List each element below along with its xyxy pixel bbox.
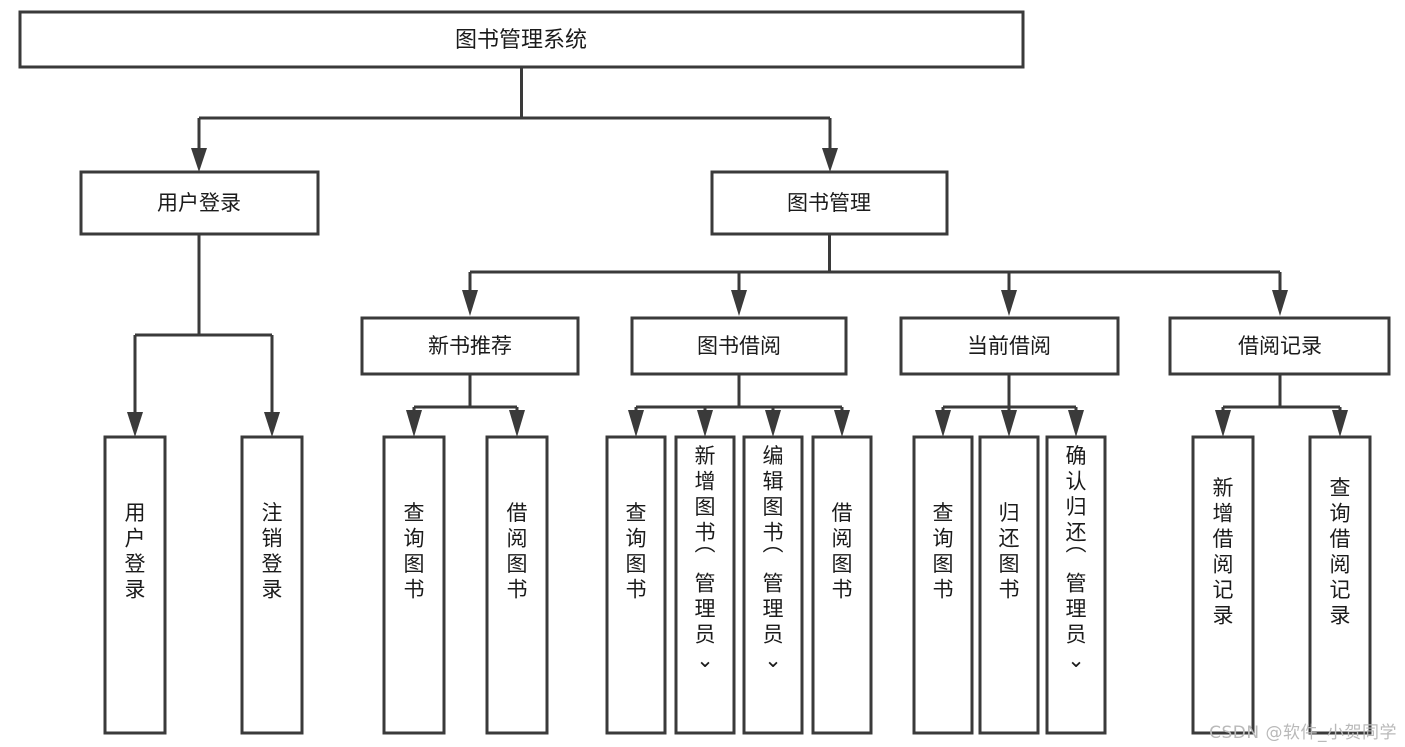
leaf-current-borrow-1[interactable]: 查询图书 — [912, 435, 974, 735]
leaf-new-book-2-label: 借阅图书 — [507, 501, 528, 602]
leaf-borrow-book-4[interactable]: 借阅图书 — [811, 435, 873, 735]
connector-userlogin-to-leaves — [127, 234, 280, 437]
node-book-management-label: 图书管理 — [787, 191, 871, 215]
leaf-borrow-record-2[interactable]: 查询借阅记录 — [1308, 435, 1372, 735]
connector-borrowrecord-to-leaves — [1215, 374, 1348, 437]
leaf-borrow-book-3-label: 编辑图书⌒管理员⌄ — [763, 444, 784, 672]
node-user-login[interactable]: 用户登录 — [79, 170, 320, 236]
connector-newbook-to-leaves — [406, 374, 525, 437]
leaf-borrow-book-2-label: 新增图书⌒管理员⌄ — [695, 444, 716, 672]
leaf-current-borrow-1-label: 查询图书 — [933, 501, 954, 602]
node-root-label: 图书管理系统 — [455, 28, 587, 53]
leaf-new-book-2[interactable]: 借阅图书 — [485, 435, 549, 735]
connector-borrowbook-to-leaves — [628, 374, 850, 437]
leaf-current-borrow-2-label: 归还图书 — [999, 501, 1020, 602]
leaf-borrow-book-1[interactable]: 查询图书 — [605, 435, 667, 735]
connector-root-to-level1 — [191, 67, 838, 172]
leaf-borrow-book-4-label: 借阅图书 — [832, 501, 853, 602]
node-borrow-record[interactable]: 借阅记录 — [1168, 316, 1391, 376]
leaf-current-borrow-3-label: 确认归还⌒管理员⌄ — [1066, 444, 1087, 672]
connector-bookmgmt-to-level2 — [462, 234, 1288, 316]
leaf-user-login-2[interactable]: 注销登录 — [240, 435, 304, 735]
leaf-current-borrow-2[interactable]: 归还图书 — [978, 435, 1040, 735]
node-new-book-recommend-label: 新书推荐 — [428, 334, 512, 358]
leaf-user-login-1-label: 用户登录 — [125, 501, 146, 602]
leaf-current-borrow-3[interactable]: 确认归还⌒管理员⌄ — [1045, 435, 1107, 735]
leaf-user-login-1[interactable]: 用户登录 — [103, 435, 167, 735]
node-book-borrow[interactable]: 图书借阅 — [630, 316, 848, 376]
node-current-borrow-label: 当前借阅 — [967, 334, 1051, 358]
leaf-borrow-record-1-label: 新增借阅记录 — [1213, 476, 1234, 628]
node-book-borrow-label: 图书借阅 — [697, 334, 781, 358]
leaf-user-login-2-label: 注销登录 — [262, 501, 283, 602]
node-user-login-label: 用户登录 — [157, 191, 241, 215]
leaf-borrow-book-1-label: 查询图书 — [626, 501, 647, 602]
node-borrow-record-label: 借阅记录 — [1238, 334, 1322, 358]
node-root[interactable]: 图书管理系统 — [18, 10, 1025, 69]
leaf-borrow-record-1[interactable]: 新增借阅记录 — [1191, 435, 1255, 735]
node-book-management[interactable]: 图书管理 — [710, 170, 949, 236]
node-new-book-recommend[interactable]: 新书推荐 — [360, 316, 580, 376]
leaf-borrow-book-2[interactable]: 新增图书⌒管理员⌄ — [674, 435, 736, 735]
node-current-borrow[interactable]: 当前借阅 — [899, 316, 1120, 376]
leaf-new-book-1-label: 查询图书 — [404, 501, 425, 602]
leaf-borrow-record-2-label: 查询借阅记录 — [1330, 476, 1351, 628]
leaf-borrow-book-3[interactable]: 编辑图书⌒管理员⌄ — [742, 435, 804, 735]
watermark: CSDN @软件_小贺同学 — [1209, 723, 1397, 743]
leaf-new-book-1[interactable]: 查询图书 — [382, 435, 446, 735]
connector-currentborrow-to-leaves — [935, 374, 1084, 437]
